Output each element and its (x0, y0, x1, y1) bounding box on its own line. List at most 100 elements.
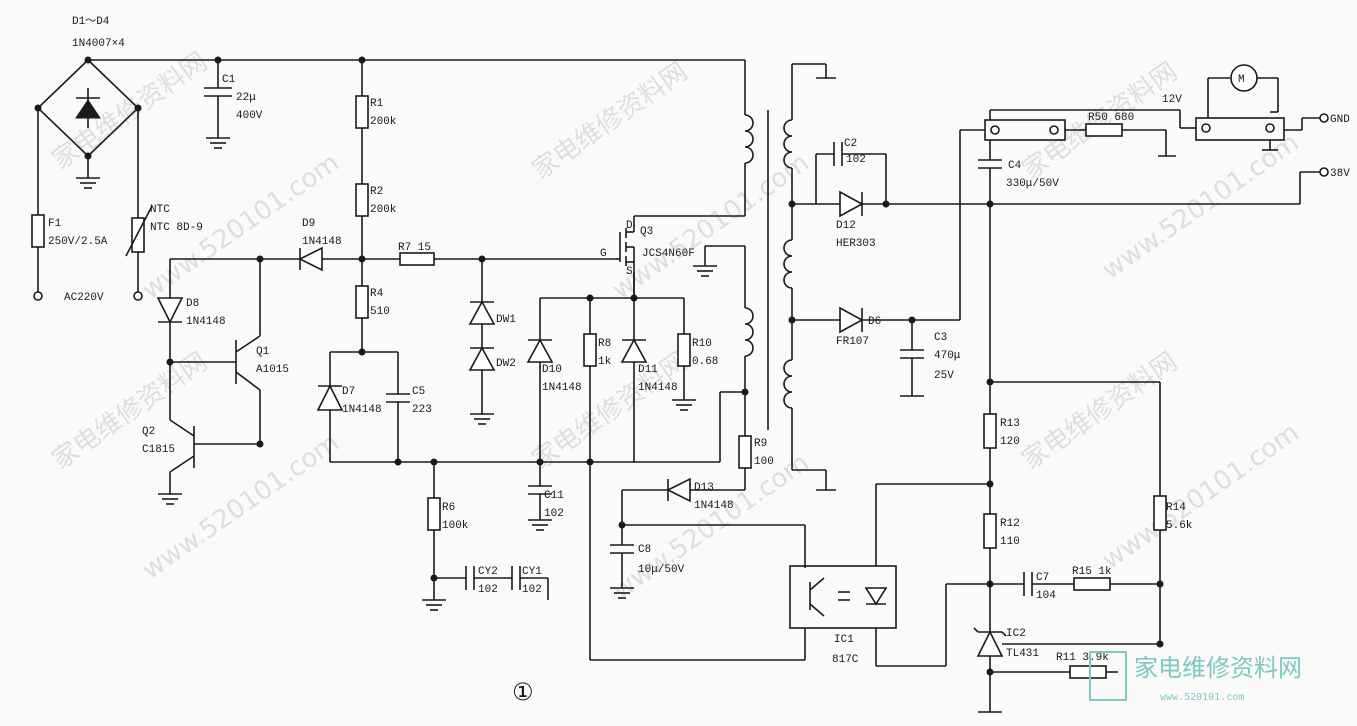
label-c1: C1 (222, 74, 236, 86)
label-d6: D6 (868, 316, 881, 328)
label-r13-val: 120 (1000, 436, 1020, 448)
label-c8: C8 (638, 544, 651, 556)
watermark-url: www.520101.com (1097, 418, 1305, 576)
label-ntc: NTC (150, 204, 170, 216)
label-r13: R13 (1000, 418, 1020, 430)
label-c2-val: 102 (846, 154, 866, 166)
optocoupler-ic1 (789, 484, 897, 666)
label-d8: D8 (186, 298, 199, 310)
watermark-cn: 家电维修资料网 (1017, 347, 1183, 476)
label-q2-part: C1815 (142, 444, 175, 456)
label-cy2-val: 102 (478, 584, 498, 596)
logo-url: www.520101.com (1160, 692, 1244, 703)
site-logo: 家电维修资料网 www.520101.com (1089, 651, 1302, 703)
label-r12-val: 110 (1000, 536, 1020, 548)
label-cy1: CY1 (522, 566, 542, 578)
label-d12-part: HER303 (836, 238, 876, 250)
watermark-cn: 家电维修资料网 (47, 347, 213, 476)
label-r4-val: 510 (370, 306, 390, 318)
transformer-secondary (783, 63, 836, 491)
label-d11: D11 (638, 364, 658, 376)
label-d7-part: 1N4148 (342, 404, 382, 416)
label-ntc-val: NTC 8D-9 (150, 222, 203, 234)
transistor-q2 (158, 419, 264, 505)
label-ic2: IC2 (1006, 628, 1026, 640)
watermark-url: www.520101.com (1097, 128, 1305, 286)
label-cy1-val: 102 (522, 584, 542, 596)
label-r8: R8 (598, 338, 611, 350)
label-r1: R1 (370, 98, 384, 110)
label-f1-val: 250V/2.5A (48, 236, 108, 248)
watermark-url: www.520101.com (607, 448, 815, 606)
label-d6-part: FR107 (836, 336, 869, 348)
label-d9: D9 (302, 218, 315, 230)
label-q3-part: JCS4N60F (642, 248, 695, 260)
label-q3: Q3 (640, 226, 653, 238)
label-c3: C3 (934, 332, 947, 344)
label-q2: Q2 (142, 426, 155, 438)
label-q1-part: A1015 (256, 364, 289, 376)
label-ic1-part: 817C (832, 654, 859, 666)
label-r1-val: 200k (370, 116, 397, 128)
label-d13-part: 1N4148 (694, 500, 734, 512)
label-c4: C4 (1008, 160, 1022, 172)
label-dw1: DW1 (496, 314, 516, 326)
label-gnd: GND (1330, 114, 1350, 126)
bridge-rectifier (34, 56, 142, 189)
logo-title: 家电维修资料网 (1134, 654, 1302, 682)
label-d12: D12 (836, 220, 856, 232)
label-d8-part: 1N4148 (186, 316, 226, 328)
label-c11: C11 (544, 490, 564, 502)
label-d7: D7 (342, 386, 355, 398)
label-d11-part: 1N4148 (638, 382, 678, 394)
label-r11: R11 3.9k (1056, 652, 1109, 664)
label-c4-val: 330μ/50V (1006, 178, 1059, 190)
transformer-primary (693, 110, 769, 490)
label-r6-val: 100k (442, 520, 469, 532)
label-r14-val: 5.6k (1166, 520, 1193, 532)
label-d13: D13 (694, 482, 714, 494)
mosfet-q3 (615, 215, 745, 298)
capacitor-c1 (204, 56, 232, 149)
label-r10-val: 0.68 (692, 356, 718, 368)
label-r6: R6 (442, 502, 455, 514)
label-q1: Q1 (256, 346, 270, 358)
label-d1-d4: D1～D4 (72, 16, 110, 28)
label-r2: R2 (370, 186, 383, 198)
label-c5: C5 (412, 386, 425, 398)
label-12v: 12V (1162, 94, 1182, 106)
label-c8-val: 10μ/50V (638, 564, 685, 576)
label-d10: D10 (542, 364, 562, 376)
label-ic2-part: TL431 (1006, 648, 1039, 660)
label-d10-part: 1N4148 (542, 382, 582, 394)
label-c3-volt: 25V (934, 370, 954, 382)
label-r14: R14 (1166, 502, 1186, 514)
label-motor: M (1238, 74, 1245, 86)
watermark-cn: 家电维修资料网 (47, 47, 213, 176)
label-r7: R7 15 (398, 242, 431, 254)
label-c7: C7 (1036, 572, 1049, 584)
label-q3-g: G (600, 248, 607, 260)
label-q3-d: D (626, 220, 633, 232)
label-r9: R9 (754, 438, 767, 450)
label-d1-d4-part: 1N4007×4 (72, 38, 125, 50)
label-c3-val: 470μ (934, 350, 961, 362)
label-c1-val: 22μ (236, 92, 256, 104)
label-r15: R15 1k (1072, 566, 1112, 578)
label-ac220v: AC220V (64, 292, 104, 304)
label-dw2: DW2 (496, 358, 516, 370)
label-r10: R10 (692, 338, 712, 350)
resistor-chain-r1-r2-r4 (355, 56, 369, 356)
label-r4: R4 (370, 288, 384, 300)
label-c2: C2 (844, 138, 857, 150)
label-c5-val: 223 (412, 404, 432, 416)
label-r50: R50 680 (1088, 112, 1134, 124)
label-r9-val: 100 (754, 456, 774, 468)
label-c7-val: 104 (1036, 590, 1056, 602)
figure-number: ① (512, 678, 534, 706)
label-c1-volt: 400V (236, 110, 263, 122)
label-c11-val: 102 (544, 508, 564, 520)
watermark-cn: 家电维修资料网 (527, 57, 693, 186)
